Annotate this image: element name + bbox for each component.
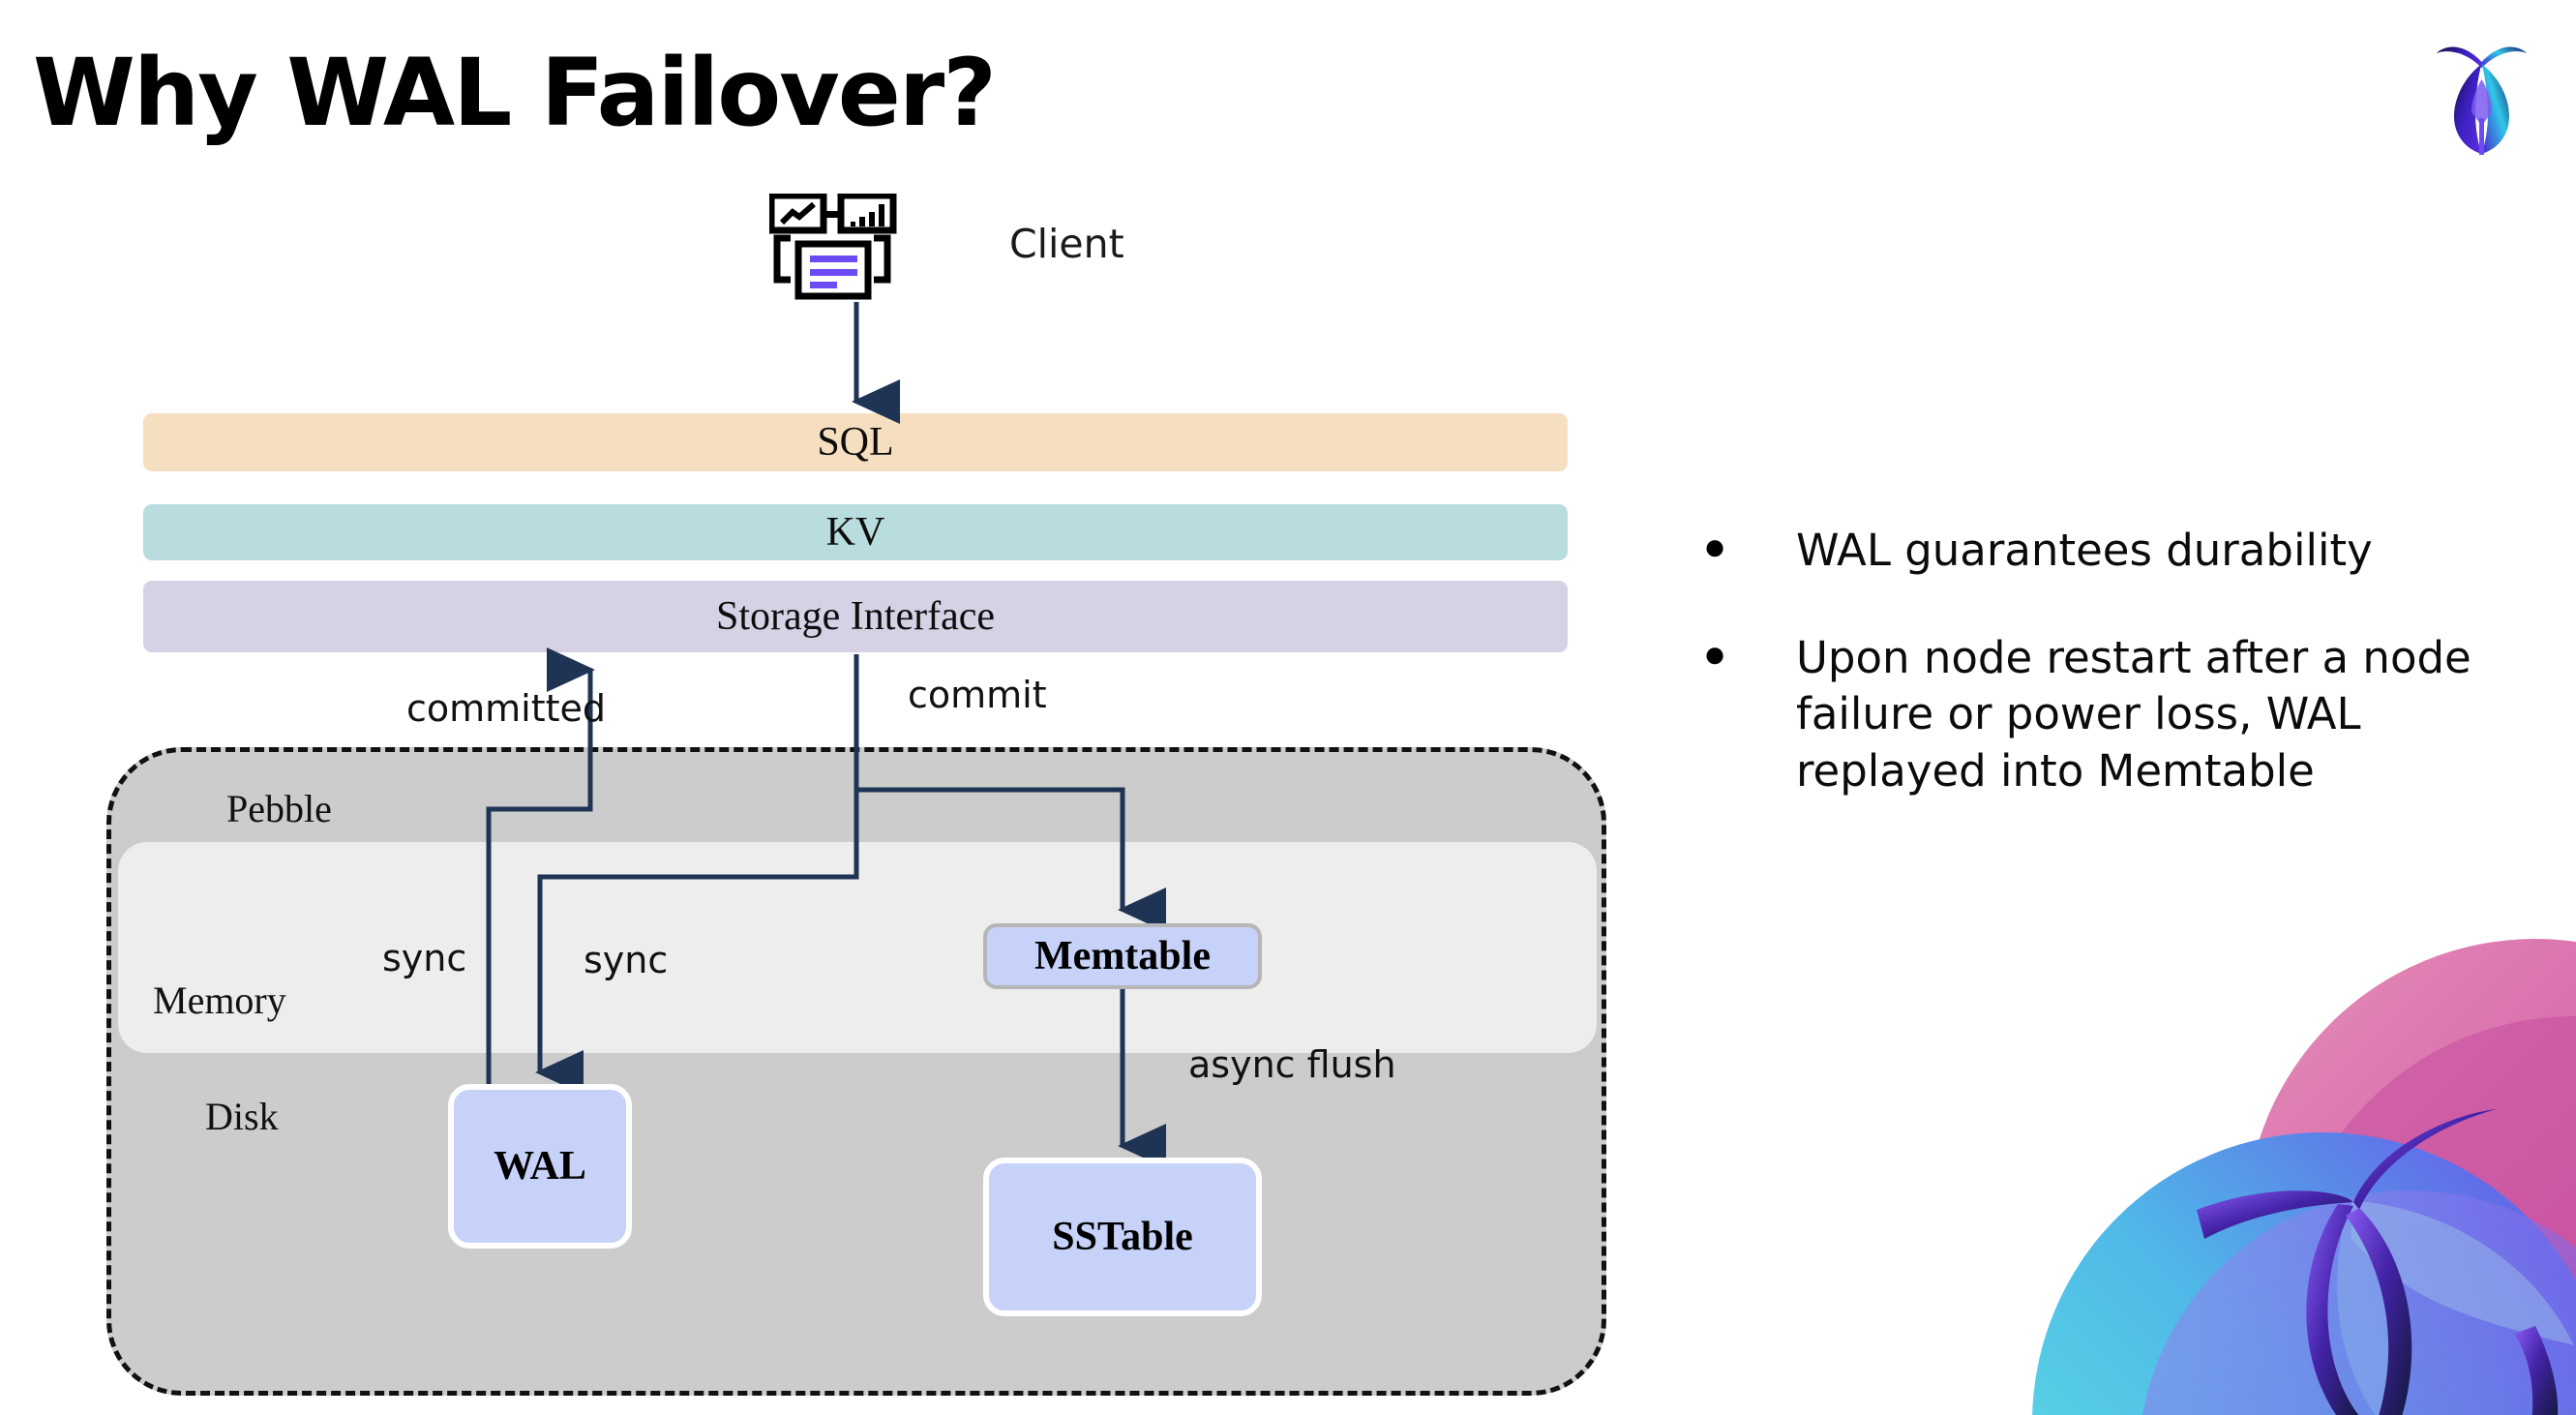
edge-label-commit: commit — [908, 674, 1047, 716]
memory-label: Memory — [153, 978, 286, 1022]
edge-label-sync-down: sync — [584, 939, 669, 981]
client-label: Client — [1009, 221, 1124, 267]
node-memtable[interactable]: Memtable — [983, 923, 1262, 989]
node-sstable[interactable]: SSTable — [983, 1158, 1262, 1316]
layer-bar-sql[interactable]: SQL — [143, 413, 1568, 471]
bullet-text: Upon node restart after a node failure o… — [1796, 631, 2471, 797]
cockroachdb-decorative-mark — [1955, 919, 2576, 1415]
pebble-label: Pebble — [226, 787, 332, 830]
cockroachdb-logo — [2411, 21, 2552, 157]
edge-label-sync-up: sync — [382, 937, 467, 979]
page-title: Why WAL Failover? — [33, 39, 997, 147]
memory-zone — [118, 842, 1597, 1053]
bullet-text: WAL guarantees durability — [1796, 525, 2373, 576]
edge-label-committed: committed — [406, 687, 607, 730]
bullet-marker-icon: ● — [1703, 632, 1727, 676]
layer-bar-kv[interactable]: KV — [143, 504, 1568, 560]
client-monitor-icon — [767, 192, 929, 319]
list-item: ● Upon node restart after a node failure… — [1703, 630, 2535, 800]
bullet-list: ● WAL guarantees durability ● Upon node … — [1703, 523, 2535, 850]
node-wal[interactable]: WAL — [448, 1084, 632, 1249]
bullet-marker-icon: ● — [1703, 526, 1727, 568]
edge-label-async-flush: async flush — [1188, 1043, 1396, 1086]
list-item: ● WAL guarantees durability — [1703, 523, 2535, 580]
disk-label: Disk — [205, 1095, 279, 1138]
layer-bar-storage-interface[interactable]: Storage Interface — [143, 581, 1568, 652]
